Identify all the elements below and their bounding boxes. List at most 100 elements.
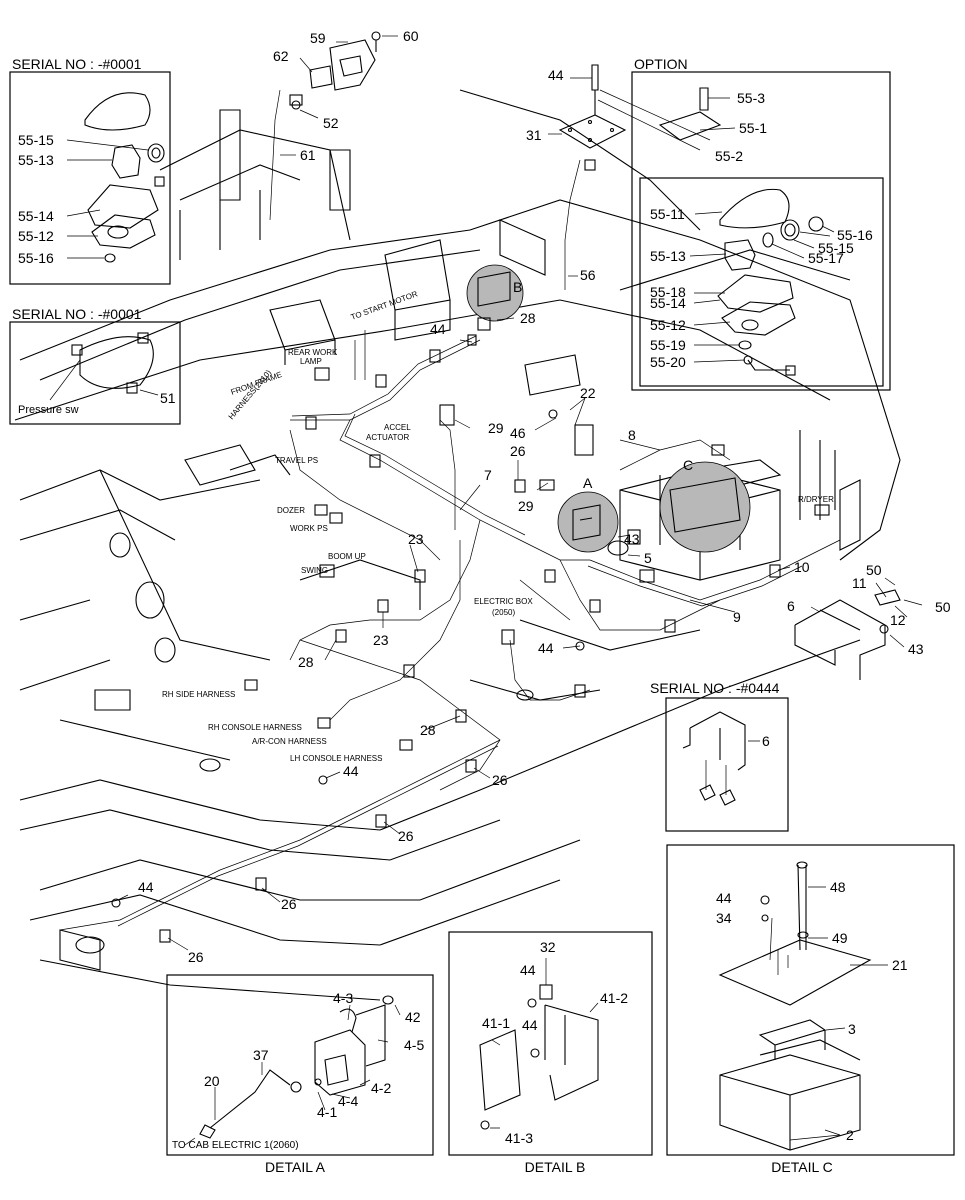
callout-55-12a: 55-12 xyxy=(18,228,54,244)
callout-26c: 26 xyxy=(398,828,414,844)
callout-22: 22 xyxy=(580,385,596,401)
callout-61: 61 xyxy=(300,147,316,163)
callout-44b: 44 xyxy=(430,321,446,337)
callout-10: 10 xyxy=(794,559,810,575)
callout-32: 32 xyxy=(540,939,556,955)
detail-labels: 4-3 42 4-5 37 4-2 20 4-4 4-1 TO CAB ELEC… xyxy=(172,879,908,1175)
callout-28a: 28 xyxy=(520,310,536,326)
callout-55-19: 55-19 xyxy=(650,337,686,353)
callout-26b: 26 xyxy=(492,772,508,788)
callout-41-3: 41-3 xyxy=(505,1130,533,1146)
callout-50a: 50 xyxy=(866,562,882,578)
callout-62: 62 xyxy=(273,48,289,64)
clamps xyxy=(111,94,889,943)
callout-6b: 6 xyxy=(762,733,770,749)
callout-4-3: 4-3 xyxy=(333,990,353,1006)
work-ps-label: WORK PS xyxy=(290,524,328,533)
callout-5: 5 xyxy=(644,550,652,566)
callout-9: 9 xyxy=(733,609,741,625)
rh-side-label: RH SIDE HARNESS xyxy=(162,690,235,699)
callout-7: 7 xyxy=(484,467,492,483)
callout-60: 60 xyxy=(403,28,419,44)
callout-44e: 44 xyxy=(138,879,154,895)
callout-46: 46 xyxy=(510,425,526,441)
callout-55-15b: 55-15 xyxy=(818,240,854,256)
pressure-sw-label: Pressure sw xyxy=(18,404,79,416)
callout-11: 11 xyxy=(852,575,867,591)
callout-4-5: 4-5 xyxy=(404,1037,424,1053)
callout-44a: 44 xyxy=(548,67,564,83)
detail-c-title: DETAIL C xyxy=(771,1159,832,1175)
callout-44d: 44 xyxy=(343,763,359,779)
r-dryer-label: R/DRYER xyxy=(798,495,834,504)
serial-title-b: SERIAL NO : -#0001 xyxy=(12,306,142,322)
callout-55-13b: 55-13 xyxy=(650,248,686,264)
callout-4-1: 4-1 xyxy=(317,1104,337,1120)
option-title: OPTION xyxy=(634,56,688,72)
callout-55-13a: 55-13 xyxy=(18,152,54,168)
callout-29a: 29 xyxy=(488,420,504,436)
detail-b-box xyxy=(448,931,653,1156)
harness-wires xyxy=(59,89,841,931)
callout-55-12b: 55-12 xyxy=(650,317,686,333)
detail-a-marker xyxy=(557,491,619,553)
serial-title-a: SERIAL NO : -#0001 xyxy=(12,56,142,72)
callout-37: 37 xyxy=(253,1047,269,1063)
callout-49: 49 xyxy=(832,930,848,946)
callout-C: C xyxy=(683,457,693,473)
callout-21: 21 xyxy=(892,957,908,973)
inset-serial-0001-b xyxy=(9,321,181,425)
detail-c-marker xyxy=(659,461,751,553)
lh-console-label: LH CONSOLE HARNESS xyxy=(290,754,382,763)
callout-56: 56 xyxy=(580,267,596,283)
travel-ps-label: TRAVEL PS xyxy=(275,456,318,465)
part-6-bracket xyxy=(794,589,901,680)
callout-23b: 23 xyxy=(373,632,389,648)
callout-55-18: 55-18 xyxy=(650,284,686,300)
callout-44c: 44 xyxy=(538,640,554,656)
inset-serial-0001-a xyxy=(9,71,171,285)
inset-option xyxy=(631,71,891,391)
callout-B: B xyxy=(513,279,522,295)
callout-48: 48 xyxy=(830,879,846,895)
detail-b-marker xyxy=(466,264,524,322)
rear-work-label-1: REAR WORK xyxy=(288,348,338,357)
rear-work-label-2: LAMP xyxy=(300,357,322,366)
callout-44f: 44 xyxy=(520,962,536,978)
callout-28c: 28 xyxy=(420,722,436,738)
callout-26e: 26 xyxy=(188,949,204,965)
callout-A: A xyxy=(583,475,593,491)
callout-28b: 28 xyxy=(298,654,314,670)
callout-29b: 29 xyxy=(518,498,534,514)
callout-55-16a: 55-16 xyxy=(18,250,54,266)
detail-b-title: DETAIL B xyxy=(525,1159,586,1175)
callout-43b: 43 xyxy=(908,641,924,657)
to-cab-label: TO CAB ELECTRIC 1(2060) xyxy=(172,1140,299,1151)
callout-12: 12 xyxy=(890,612,906,628)
to-start-motor-label: TO START MOTOR xyxy=(350,289,419,322)
rh-console-label: RH CONSOLE HARNESS xyxy=(208,723,302,732)
dozer-label: DOZER xyxy=(277,506,305,515)
serial-title-c: SERIAL NO : -#0444 xyxy=(650,680,780,696)
callout-55-20: 55-20 xyxy=(650,354,686,370)
callout-55-14a: 55-14 xyxy=(18,208,54,224)
inset-serial-0444 xyxy=(665,697,789,832)
callout-26a: 26 xyxy=(510,443,526,459)
callout-4-2: 4-2 xyxy=(371,1080,391,1096)
leader-lines xyxy=(117,35,923,951)
callout-4-4: 4-4 xyxy=(338,1093,358,1109)
callout-51: 51 xyxy=(160,390,176,406)
callout-55-11: 55-11 xyxy=(650,206,685,222)
callout-55-1: 55-1 xyxy=(739,120,767,136)
callout-8: 8 xyxy=(628,427,636,443)
callout-41-1: 41-1 xyxy=(482,1015,510,1031)
callout-50b: 50 xyxy=(935,599,951,615)
swing-label: SWING xyxy=(301,566,328,575)
upper-frame xyxy=(14,89,901,1001)
inset-labels: SERIAL NO : -#0001 55-15 55-13 55-14 55-… xyxy=(12,56,873,749)
callout-20: 20 xyxy=(204,1073,220,1089)
callout-52: 52 xyxy=(323,115,339,131)
callout-41-2: 41-2 xyxy=(600,990,628,1006)
detail-a-box xyxy=(166,974,434,1156)
callout-43a: 43 xyxy=(624,531,640,547)
